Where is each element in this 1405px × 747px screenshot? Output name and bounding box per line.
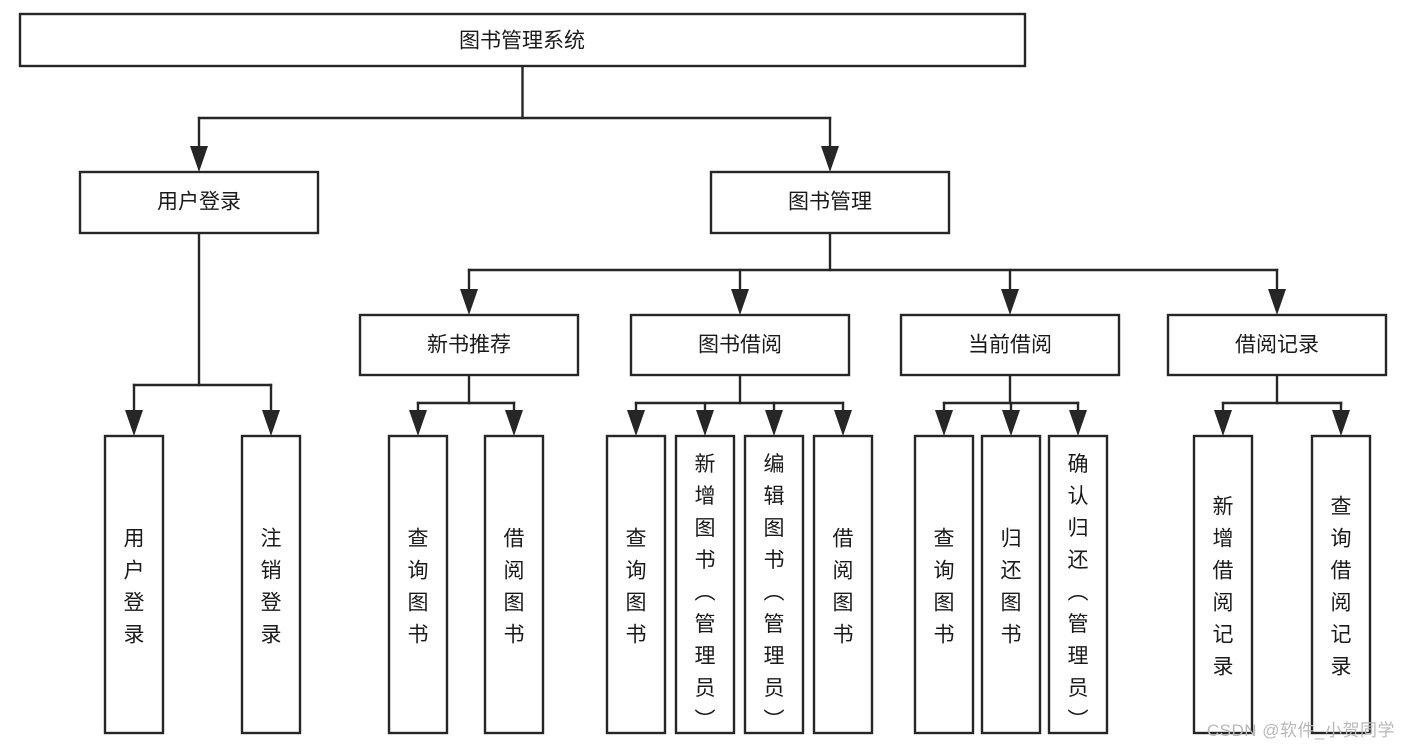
node-leaf-query-book-3[interactable] — [913, 434, 975, 735]
arrow-head-new-book-rec — [460, 289, 478, 315]
node-current-borrow-label: 当前借阅 — [968, 334, 1052, 357]
node-leaf-query-book-2-label: 查询图书 — [626, 527, 647, 646]
node-leaf-return-book[interactable] — [980, 434, 1042, 735]
node-leaf-return-book-box[interactable] — [980, 434, 1042, 735]
arrow-head-leaf-return-book — [1002, 410, 1020, 436]
node-user-login-box[interactable] — [78, 170, 320, 235]
arrow-head-leaf-query-book-1 — [409, 410, 427, 436]
node-leaf-query-book-1[interactable] — [387, 434, 449, 735]
node-leaf-add-book-label: 新增图书︵管理员︶ — [695, 453, 716, 732]
connector-group-book-borrow — [627, 373, 852, 436]
node-leaf-query-book-3-label: 查询图书 — [934, 527, 955, 646]
node-leaf-logout-label: 注销登录 — [261, 527, 282, 646]
arrow-head-leaf-borrow-book-1 — [505, 410, 523, 436]
node-leaf-user-login-label: 用户登录 — [124, 527, 145, 646]
node-leaf-query-book-1-box[interactable] — [387, 434, 449, 735]
connector-group-current-borrow — [935, 373, 1087, 436]
arrow-head-leaf-confirm-return — [1069, 410, 1087, 436]
watermark-text: CSDN @软件_小贺同学 — [1206, 721, 1395, 740]
node-leaf-query-book-2[interactable] — [605, 434, 667, 735]
node-leaf-add-record[interactable] — [1192, 434, 1254, 735]
connector-group-book-manage — [460, 231, 1286, 315]
node-new-book-rec[interactable]: 新书推荐 — [358, 313, 580, 377]
node-leaf-query-book-3-box[interactable] — [913, 434, 975, 735]
arrow-head-leaf-query-book-2 — [627, 410, 645, 436]
node-user-login[interactable]: 用户登录 — [78, 170, 320, 235]
node-root-box[interactable] — [18, 12, 1027, 68]
node-leaf-return-book-label: 归还图书 — [1001, 527, 1022, 646]
node-book-borrow-label: 图书借阅 — [698, 334, 782, 357]
leaf-label-layer: 用户登录 注销登录 查询图书 借阅图书 查询图书 新增图书︵管理员︶ 编辑图书︵管理员︶ 借阅… — [124, 453, 1352, 732]
node-borrow-record-label: 借阅记录 — [1235, 334, 1319, 357]
node-leaf-confirm-return-label: 确认归还︵管理员︶ — [1068, 453, 1089, 732]
node-user-login-label: 用户登录 — [157, 191, 241, 214]
node-leaf-user-login-box[interactable] — [103, 434, 165, 735]
arrow-head-book-borrow — [731, 289, 749, 315]
arrow-head-user-login — [190, 146, 208, 172]
node-leaf-borrow-book-2[interactable] — [812, 434, 874, 735]
node-leaf-borrow-book-2-box[interactable] — [812, 434, 874, 735]
node-leaf-logout[interactable] — [240, 434, 302, 735]
node-leaf-user-login[interactable] — [103, 434, 165, 735]
node-leaf-add-book[interactable] — [674, 434, 736, 735]
connector-group-user-login — [125, 230, 280, 436]
node-leaf-add-record-box[interactable] — [1192, 434, 1254, 735]
arrow-head-current-borrow — [1001, 289, 1019, 315]
node-leaf-borrow-book-2-label: 借阅图书 — [833, 527, 854, 646]
node-leaf-edit-book[interactable] — [743, 434, 805, 735]
arrow-head-leaf-edit-book — [765, 410, 783, 436]
node-leaf-edit-book-box[interactable] — [743, 434, 805, 735]
node-leaf-borrow-book-1-label: 借阅图书 — [504, 527, 525, 646]
node-leaf-add-record-label: 新增借阅记录 — [1213, 495, 1234, 678]
node-root-label: 图书管理系统 — [459, 30, 585, 53]
node-leaf-query-record[interactable] — [1310, 434, 1372, 735]
node-leaf-query-book-1-label: 查询图书 — [408, 527, 429, 646]
node-leaf-add-book-box[interactable] — [674, 434, 736, 735]
arrow-head-leaf-logout — [262, 410, 280, 436]
node-leaf-query-record-label: 查询借阅记录 — [1331, 495, 1352, 678]
arrow-head-borrow-record — [1268, 289, 1286, 315]
node-borrow-record-box[interactable] — [1166, 313, 1388, 377]
node-current-borrow[interactable]: 当前借阅 — [899, 313, 1121, 377]
node-leaf-confirm-return-box[interactable] — [1047, 434, 1109, 735]
node-leaf-query-record-box[interactable] — [1310, 434, 1372, 735]
node-book-manage[interactable]: 图书管理 — [709, 170, 951, 235]
arrow-head-leaf-query-book-3 — [935, 410, 953, 436]
arrow-head-leaf-query-record — [1332, 410, 1350, 436]
connector-group-borrow-record — [1214, 373, 1350, 436]
arrow-head-leaf-add-record — [1214, 410, 1232, 436]
connector-group-new-book-rec — [409, 373, 523, 436]
arrow-head-leaf-user-login — [125, 410, 143, 436]
node-book-manage-box[interactable] — [709, 170, 951, 235]
node-leaf-borrow-book-1[interactable] — [483, 434, 545, 735]
node-book-borrow-box[interactable] — [629, 313, 851, 377]
arrow-head-leaf-add-book — [696, 410, 714, 436]
node-leaf-borrow-book-1-box[interactable] — [483, 434, 545, 735]
arrow-head-book-manage — [821, 146, 839, 172]
node-leaf-logout-box[interactable] — [240, 434, 302, 735]
node-root[interactable]: 图书管理系统 — [18, 12, 1027, 68]
node-borrow-record[interactable]: 借阅记录 — [1166, 313, 1388, 377]
node-current-borrow-box[interactable] — [899, 313, 1121, 377]
connector-group-root — [190, 64, 839, 172]
node-leaf-edit-book-label: 编辑图书︵管理员︶ — [764, 453, 785, 732]
node-new-book-rec-label: 新书推荐 — [427, 334, 511, 357]
node-leaf-query-book-2-box[interactable] — [605, 434, 667, 735]
node-new-book-rec-box[interactable] — [358, 313, 580, 377]
node-leaf-confirm-return[interactable] — [1047, 434, 1109, 735]
arrow-head-leaf-borrow-book-2 — [834, 410, 852, 436]
node-book-manage-label: 图书管理 — [788, 191, 872, 214]
node-book-borrow[interactable]: 图书借阅 — [629, 313, 851, 377]
